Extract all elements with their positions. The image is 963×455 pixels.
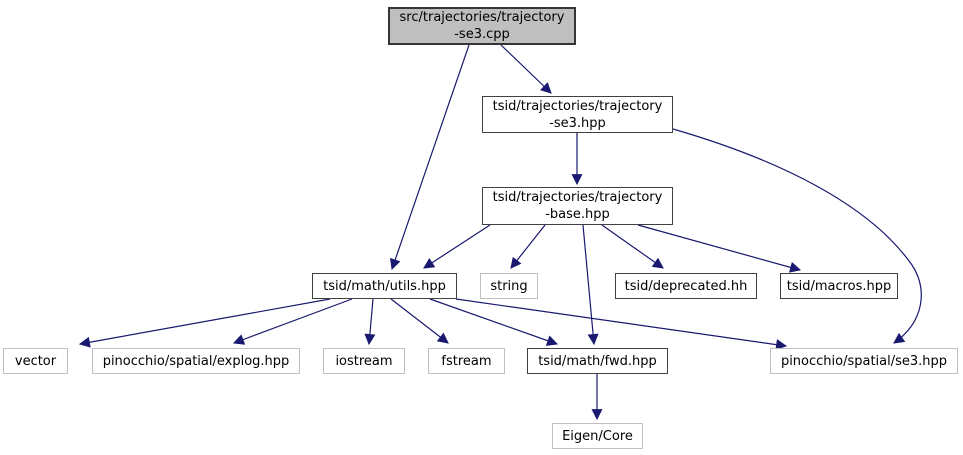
edge-math-utils-hpp--iostream bbox=[364, 298, 376, 346]
edge-trajectory-base-hpp--macros-hpp bbox=[637, 224, 802, 273]
node-string: string bbox=[480, 273, 538, 299]
node-math-utils-hpp[interactable]: tsid/math/utils.hpp bbox=[312, 273, 457, 299]
node-explog-hpp: pinocchio/spatial/explog.hpp bbox=[92, 348, 300, 374]
node-trajectory-se3-hpp[interactable]: tsid/trajectories/trajectory -se3.hpp bbox=[482, 96, 673, 133]
node-fstream: fstream bbox=[428, 348, 505, 374]
edge-trajectory-se3-cpp--math-utils-hpp bbox=[390, 44, 470, 271]
node-trajectory-base-hpp[interactable]: tsid/trajectories/trajectory -base.hpp bbox=[482, 187, 673, 225]
edge-math-utils-hpp--fstream bbox=[390, 298, 449, 344]
edge-trajectory-se3-cpp--trajectory-se3-hpp bbox=[500, 44, 552, 94]
node-math-fwd-hpp[interactable]: tsid/math/fwd.hpp bbox=[527, 348, 668, 374]
node-macros-hpp[interactable]: tsid/macros.hpp bbox=[780, 273, 898, 299]
edge-trajectory-base-hpp--math-utils-hpp bbox=[423, 224, 491, 269]
edge-trajectory-se3-hpp--spatial-se3-hpp bbox=[672, 128, 922, 344]
edge-math-utils-hpp--math-fwd-hpp bbox=[429, 298, 559, 346]
edge-math-utils-hpp--vector bbox=[78, 298, 331, 348]
node-vector: vector bbox=[3, 348, 68, 374]
edge-math-utils-hpp--spatial-se3-hpp bbox=[455, 298, 788, 351]
node-spatial-se3-hpp: pinocchio/spatial/se3.hpp bbox=[770, 348, 958, 374]
node-eigen-core: Eigen/Core bbox=[552, 423, 643, 449]
node-iostream: iostream bbox=[323, 348, 405, 374]
edge-trajectory-base-hpp--math-fwd-hpp bbox=[582, 224, 599, 346]
node-deprecated-hh[interactable]: tsid/deprecated.hh bbox=[615, 273, 757, 299]
edge-math-utils-hpp--explog-hpp bbox=[232, 298, 353, 345]
edge-trajectory-base-hpp--deprecated-hh bbox=[601, 224, 664, 269]
edge-trajectory-base-hpp--string bbox=[510, 224, 546, 269]
node-trajectory-se3-cpp: src/trajectories/trajectory -se3.cpp bbox=[388, 7, 576, 45]
